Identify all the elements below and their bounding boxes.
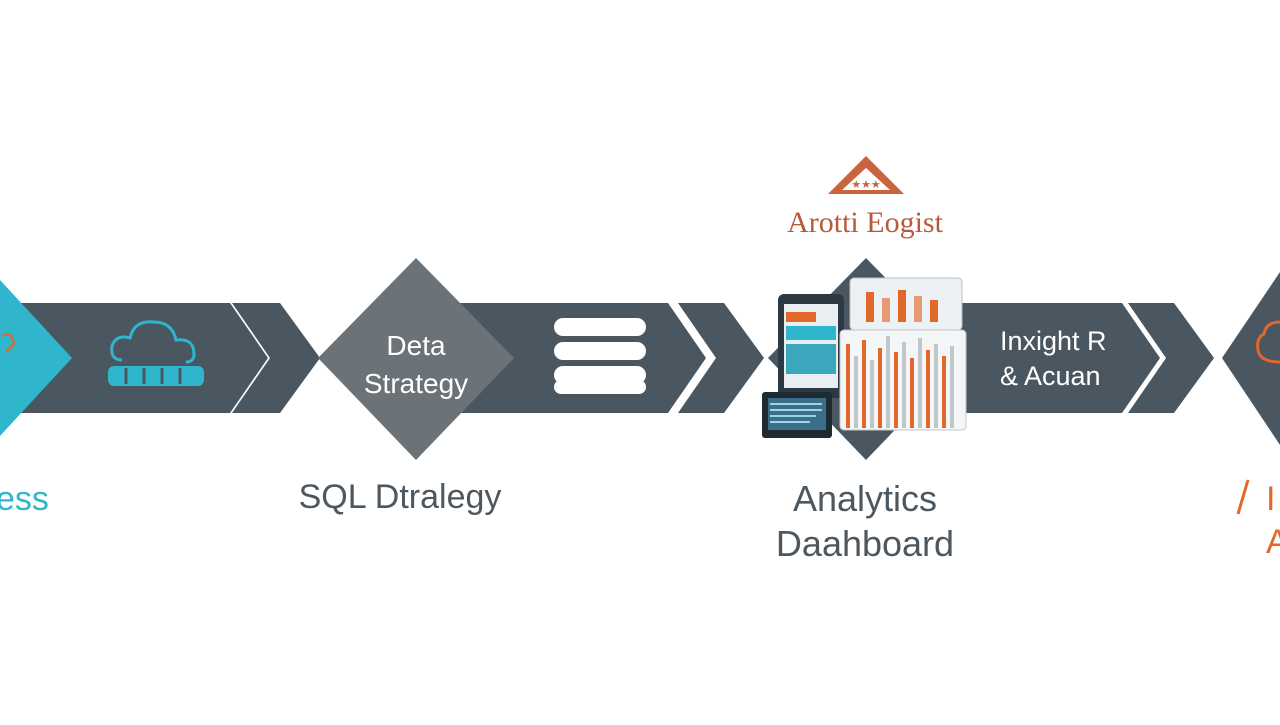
right-stage-line1: I <box>1266 480 1276 518</box>
band-segment-4 <box>1222 272 1280 445</box>
band-segment-1 <box>0 303 268 413</box>
left-teal-diamond <box>0 280 72 436</box>
right-stage-label: I A <box>1232 478 1280 563</box>
database-icon <box>554 318 646 394</box>
analytics-dashboard-icon <box>762 277 967 438</box>
analytics-dashboard-label: Analytics Daahboard <box>715 476 1015 566</box>
sql-strategy-label: SQL Dtralegy <box>298 478 502 516</box>
insight-line2: & Acuan <box>1000 361 1101 392</box>
insight-arrow-text: Inxight R & Acuan <box>1000 324 1130 394</box>
bar-columns <box>846 290 954 428</box>
left-stage-line2: l <box>0 521 136 564</box>
left-stage-label: ess l <box>0 478 136 563</box>
dashboard-line2: Daahboard <box>775 523 955 564</box>
strategy-diamond-line1: Deta <box>386 330 446 361</box>
left-stage-line1: ess <box>0 480 49 518</box>
tent-roof-icon: ★★★ <box>828 156 904 194</box>
strategy-diamond-line2: Strategy <box>363 367 469 399</box>
top-label: Arotti Eogist <box>787 206 943 239</box>
svg-text:★★★: ★★★ <box>851 178 881 191</box>
strategy-diamond <box>318 258 514 460</box>
dashboard-line1: Analytics <box>792 478 938 519</box>
right-orange-mark <box>1236 479 1250 515</box>
insight-line1: Inxight R <box>1000 326 1107 356</box>
cloud-icon <box>1256 320 1280 364</box>
band-chevron-1 <box>232 303 320 413</box>
strategy-diamond-text: Deta Strategy <box>326 327 506 403</box>
band-chevron-2 <box>678 303 764 413</box>
band-segment-3 <box>940 303 1160 413</box>
right-stage-line2: A <box>1266 522 1280 561</box>
cloud-server-icon <box>108 320 204 386</box>
band-chevron-3 <box>1128 303 1214 413</box>
left-orange-icon <box>1 333 16 353</box>
